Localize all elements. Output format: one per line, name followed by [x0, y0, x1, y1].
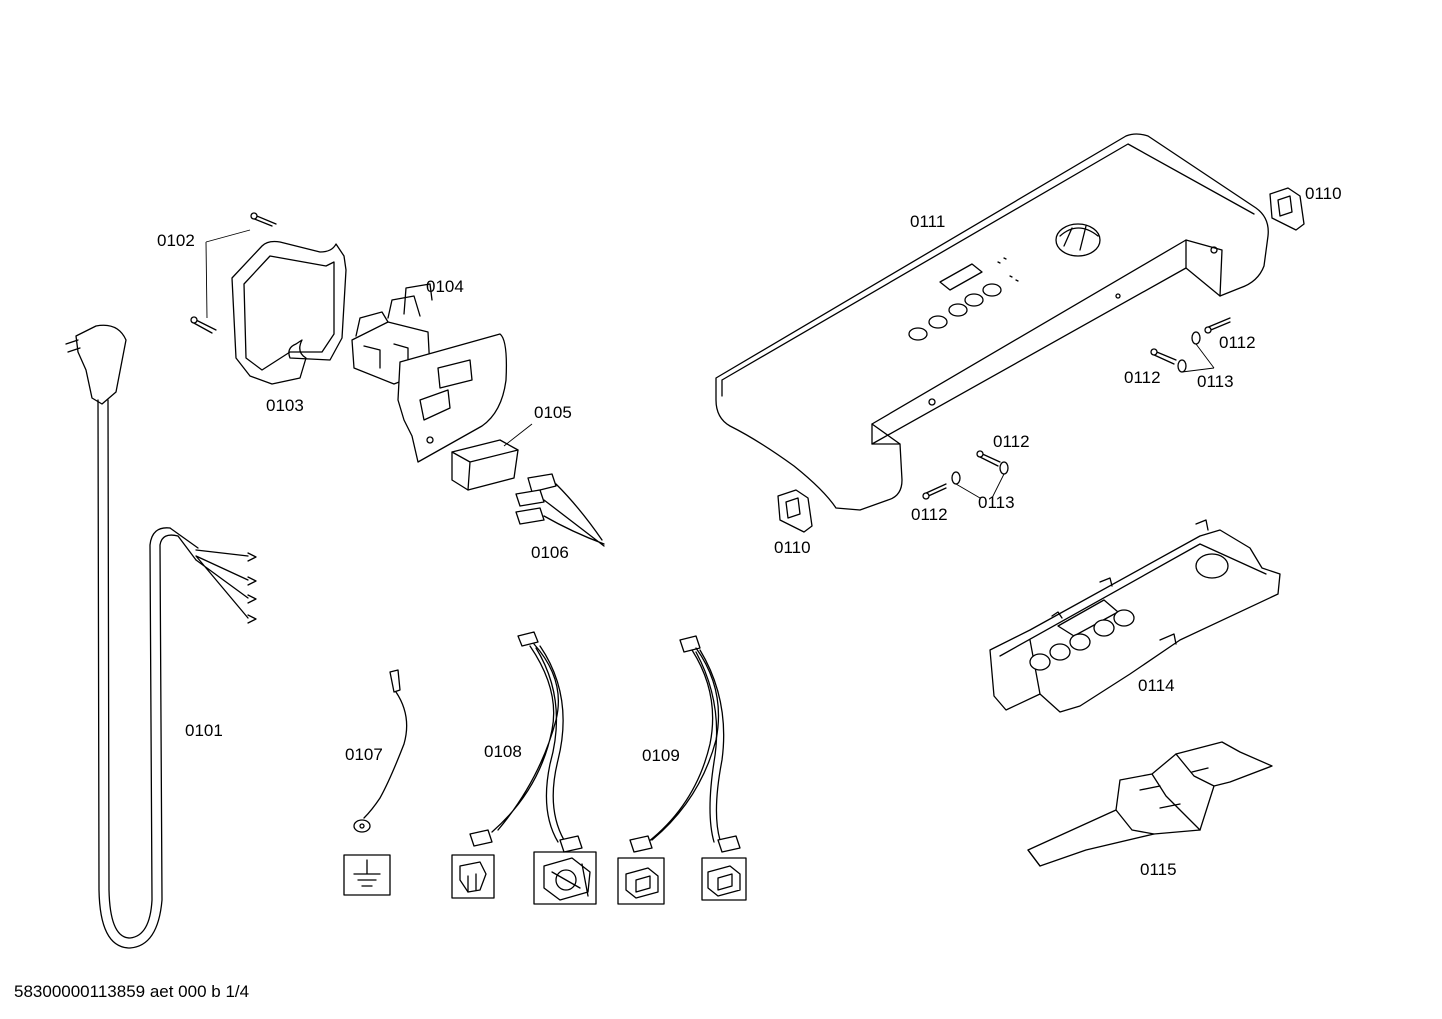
- label-0102: 0102: [157, 231, 195, 250]
- mounting-plate: [397, 333, 508, 463]
- label-0111: 0111: [910, 212, 946, 231]
- label-0101: 0101: [185, 721, 223, 740]
- label-0112-middle: 0112: [993, 432, 1030, 451]
- wire-harness-0108: [469, 631, 583, 853]
- label-0113-right: 0113: [1197, 372, 1234, 391]
- symbol-box-connector-b: [701, 857, 747, 901]
- label-0108: 0108: [484, 742, 522, 761]
- label-0112-right-bottom: 0112: [1124, 368, 1161, 387]
- label-0112-right-top: 0112: [1219, 333, 1256, 352]
- label-0109: 0109: [642, 746, 680, 765]
- label-0114: 0114: [1138, 676, 1175, 695]
- screws-0102: [190, 212, 277, 334]
- cover-box-0103: [231, 240, 347, 385]
- symbol-box-motor: [533, 851, 597, 905]
- label-0104: 0104: [426, 277, 464, 296]
- wire-harness-0109: [629, 635, 741, 853]
- control-panel-0111: [715, 133, 1269, 511]
- label-0103: 0103: [266, 396, 304, 415]
- label-0112-left: 0112: [911, 505, 948, 524]
- power-cord-0101: [65, 324, 257, 949]
- wire-connectors-0106: [515, 473, 605, 547]
- symbol-box-connector-a: [617, 857, 665, 905]
- label-0113-left: 0113: [978, 493, 1015, 512]
- screws-0112: [922, 317, 1231, 500]
- label-0110-top: 0110: [1305, 184, 1342, 203]
- bracket-0115: [1027, 741, 1273, 867]
- symbol-box-plug: [451, 854, 495, 899]
- label-0107: 0107: [345, 745, 383, 764]
- clip-0110-bottom: [777, 489, 813, 533]
- label-0106: 0106: [531, 543, 569, 562]
- symbol-box-ground: [343, 854, 391, 896]
- washers-0113: [951, 331, 1215, 499]
- label-0115: 0115: [1140, 860, 1177, 879]
- clip-0110-top: [1269, 187, 1305, 231]
- label-0110-bottom: 0110: [774, 538, 811, 557]
- relay-0105: [451, 423, 533, 491]
- label-0105: 0105: [534, 403, 572, 422]
- electronic-module-0114: [989, 519, 1281, 713]
- earth-lead-0107: [353, 669, 408, 833]
- drawing-reference-footer: 58300000113859 aet 000 b 1/4: [14, 982, 250, 1001]
